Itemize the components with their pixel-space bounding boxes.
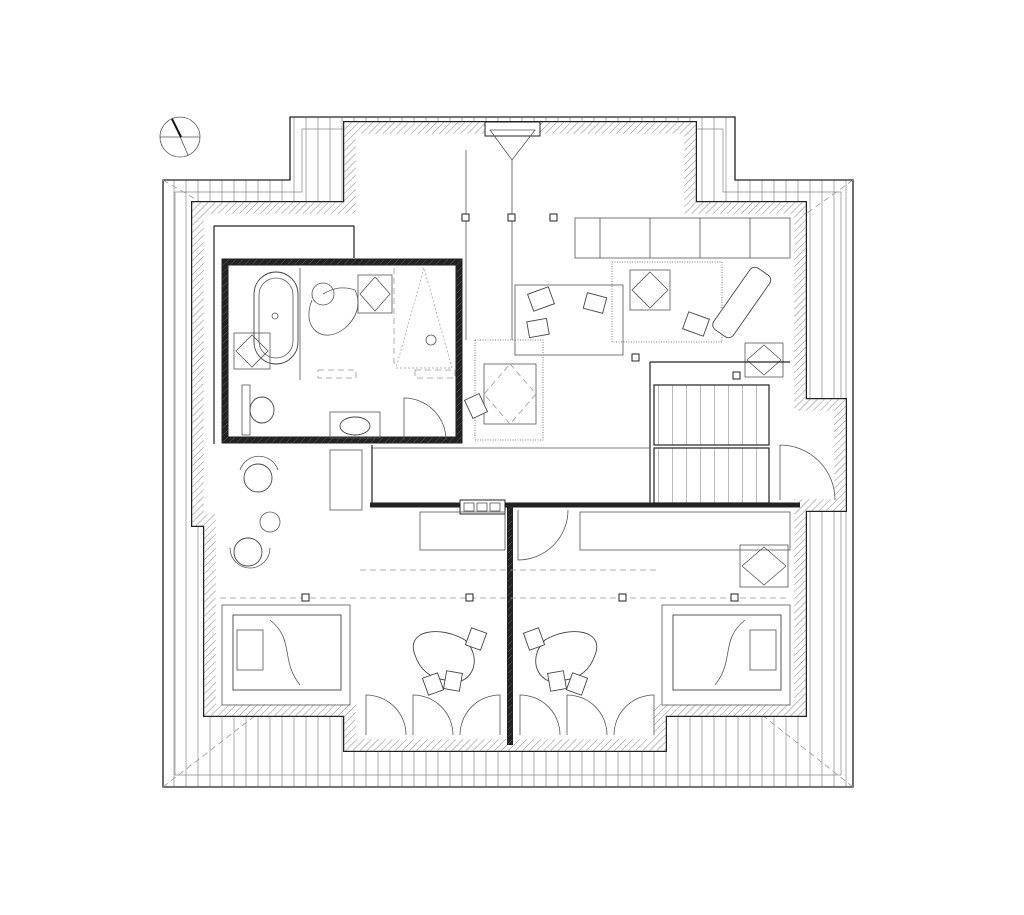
chair-icon <box>582 292 608 314</box>
rug-icon <box>474 339 544 441</box>
table-icon <box>233 537 263 567</box>
bed-icon <box>672 614 782 691</box>
chair-icon <box>547 670 567 692</box>
bathroom <box>213 225 463 444</box>
door-swing-icon <box>779 444 836 501</box>
armchair-icon <box>682 311 710 337</box>
columns <box>301 213 741 602</box>
cabinet-icon <box>739 544 789 588</box>
bedroom-right <box>661 544 791 706</box>
bathtub-icon <box>253 271 299 365</box>
sofa-icon <box>712 266 772 339</box>
north-arrow-icon <box>159 116 201 158</box>
cabinet-icon <box>233 332 271 370</box>
pillow-icon <box>236 629 264 671</box>
desk-icon <box>535 631 598 683</box>
landing-furniture <box>463 217 791 441</box>
cabinet-icon <box>357 274 393 314</box>
bedroom-left <box>221 604 351 706</box>
rug-icon <box>308 287 359 336</box>
chair-icon <box>527 286 555 312</box>
rug-icon <box>611 261 723 343</box>
sink-counter-icon <box>329 411 381 439</box>
cabinet-icon <box>744 342 784 378</box>
top-dormer-window <box>465 121 541 340</box>
chair-icon <box>565 672 589 696</box>
chair-icon <box>421 672 445 696</box>
chair-icon <box>526 317 550 339</box>
chair-icon <box>464 627 488 651</box>
interior-walls <box>220 445 800 745</box>
door-swing-icon <box>517 509 569 561</box>
chair-icon <box>443 670 463 692</box>
staircase <box>649 361 836 505</box>
desk-icon <box>412 631 475 683</box>
study-right <box>519 627 655 736</box>
chair-icon <box>522 627 546 651</box>
sitting-area <box>229 455 281 569</box>
door-swing-icon <box>403 397 447 441</box>
stool-icon <box>311 282 335 306</box>
table-icon <box>514 284 624 356</box>
table-icon <box>243 463 273 493</box>
study-left <box>365 627 501 736</box>
chimney-icon <box>459 499 506 515</box>
pillow-icon <box>749 629 777 671</box>
sink-icon <box>339 416 371 436</box>
armchair-icon <box>463 392 489 420</box>
toilet-icon <box>249 396 275 424</box>
